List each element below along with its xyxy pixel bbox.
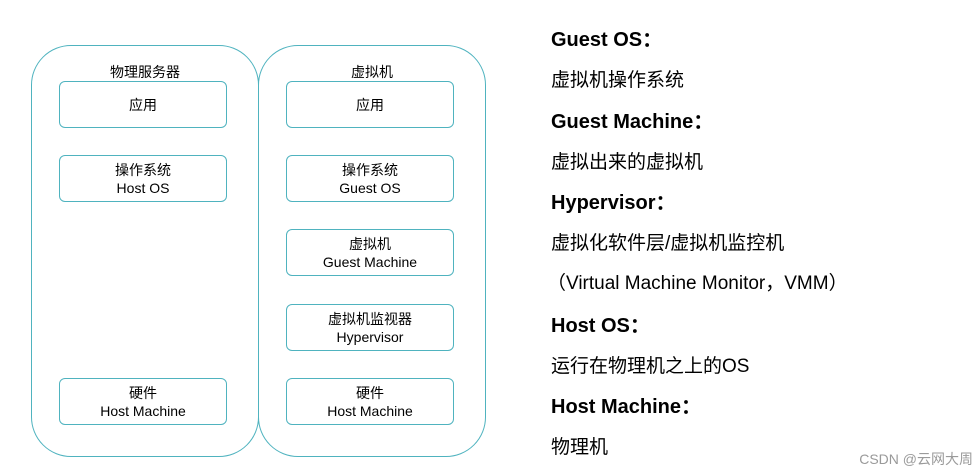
- legend-term-host-os: Host OS：: [551, 315, 650, 337]
- box-label: 应用: [129, 96, 157, 113]
- legend-desc-guest-machine: 虚拟出来的虚拟机: [551, 152, 704, 173]
- legend-desc-hypervisor-vmm: （Virtual Machine Monitor，VMM）: [547, 273, 848, 294]
- legend-desc-host-os: 运行在物理机之上的OS: [551, 356, 750, 377]
- physical-os-box: 操作系统 Host OS: [59, 155, 227, 202]
- box-label: 硬件: [129, 384, 157, 401]
- vm-app-box: 应用: [286, 81, 454, 128]
- box-label: 虚拟机监视器: [328, 310, 412, 327]
- legend-term-guest-machine: Guest Machine：: [551, 111, 714, 133]
- virtual-machine-title: 虚拟机: [351, 64, 393, 80]
- virtual-machine-container: 虚拟机 应用 操作系统 Guest OS 虚拟机 Guest Machine 虚…: [258, 45, 486, 457]
- legend-desc-hypervisor: 虚拟化软件层/虚拟机监控机: [551, 233, 785, 254]
- vm-guest-machine-box: 虚拟机 Guest Machine: [286, 229, 454, 276]
- legend-desc-host-machine: 物理机: [551, 437, 609, 458]
- box-sublabel: Host Machine: [327, 402, 413, 419]
- box-sublabel: Guest Machine: [322, 253, 418, 270]
- box-label: 虚拟机: [349, 235, 391, 252]
- box-sublabel: Host OS: [116, 179, 170, 196]
- legend-desc-guest-os: 虚拟机操作系统: [551, 70, 685, 91]
- vm-hypervisor-box: 虚拟机监视器 Hypervisor: [286, 304, 454, 351]
- vm-guest-os-box: 操作系统 Guest OS: [286, 155, 454, 202]
- physical-server-title: 物理服务器: [110, 64, 180, 80]
- box-sublabel: Guest OS: [339, 179, 401, 196]
- physical-server-container: 物理服务器 应用 操作系统 Host OS 硬件 Host Machine: [31, 45, 259, 457]
- box-sublabel: Host Machine: [100, 402, 186, 419]
- box-label: 操作系统: [115, 161, 171, 178]
- watermark: CSDN @云网大周: [859, 451, 973, 467]
- vm-hardware-box: 硬件 Host Machine: [286, 378, 454, 425]
- physical-app-box: 应用: [59, 81, 227, 128]
- box-sublabel: Hypervisor: [336, 328, 404, 345]
- legend-term-guest-os: Guest OS：: [551, 29, 663, 51]
- legend-term-host-machine: Host Machine：: [551, 396, 702, 418]
- box-label: 应用: [356, 96, 384, 113]
- box-label: 硬件: [356, 384, 384, 401]
- physical-hardware-box: 硬件 Host Machine: [59, 378, 227, 425]
- box-label: 操作系统: [342, 161, 398, 178]
- legend-term-hypervisor: Hypervisor：: [551, 192, 676, 214]
